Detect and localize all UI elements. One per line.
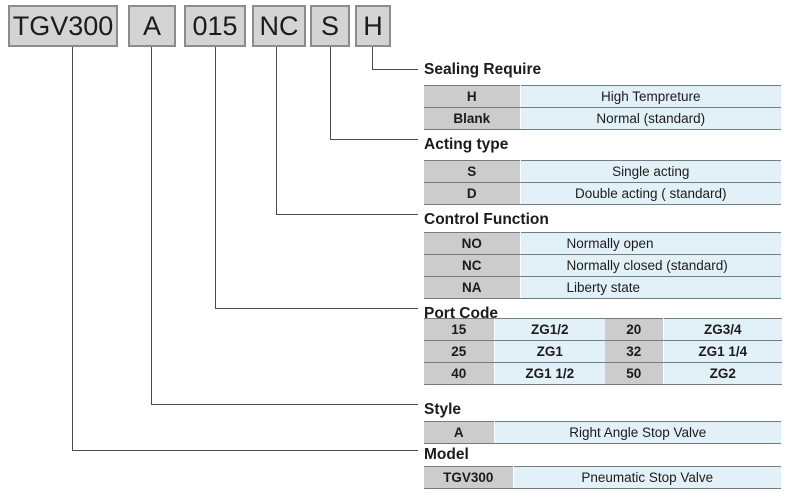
code-segment-nc: NC [252,5,306,47]
section-title-acting-type: Acting type [424,136,509,153]
port-size-cell: ZG1 1/2 [494,362,605,385]
port-code-cell: 20 [605,318,664,341]
section-title-model: Model [424,446,469,463]
port-size-cell: ZG1 [494,340,605,363]
port-size-cell: ZG1/2 [494,318,605,341]
description-cell: Normal (standard) [520,107,781,130]
leader-acting-type-horizontal [330,139,418,140]
section-title-style: Style [424,401,462,418]
section-title-control-function: Control Function [424,211,549,228]
description-cell: Pneumatic Stop Valve [513,466,781,489]
port-size-cell: ZG1 1/4 [663,340,782,363]
code-key-cell: Blank [424,107,521,130]
port-size-cell: ZG2 [663,362,782,385]
code-key-cell: D [424,182,521,205]
description-cell: High Tempreture [520,85,781,108]
code-key-cell: NC [424,254,521,277]
description-cell: Single acting [520,160,781,183]
code-segment-015: 015 [184,5,246,47]
description-cell: Normally closed (standard) [520,254,781,277]
leader-model-vertical [72,47,73,450]
code-segment-h: H [355,5,391,47]
port-code-cell: 32 [605,340,664,363]
port-code-cell: 15 [424,318,495,341]
section-title-sealing-require: Sealing Require [424,61,542,78]
leader-port-code-vertical [215,47,216,308]
leader-control-function-horizontal [276,214,418,215]
code-segment-tgv300: TGV300 [8,5,118,47]
port-code-cell: 40 [424,362,495,385]
description-cell: Normally open [520,232,781,255]
leader-style-horizontal [151,404,418,405]
section-title-port-code: Port Code [424,305,499,322]
leader-sealing-require-vertical [372,47,373,69]
code-key-cell: A [424,421,495,444]
leader-sealing-require-horizontal [372,69,418,70]
description-cell: Right Angle Stop Valve [494,421,781,444]
leader-model-horizontal [72,450,418,451]
description-cell: Liberty state [520,276,781,299]
code-key-cell: H [424,85,521,108]
port-code-cell: 50 [605,362,664,385]
description-cell: Double acting ( standard) [520,182,781,205]
leader-port-code-horizontal [215,308,418,309]
leader-acting-type-vertical [330,47,331,139]
code-key-cell: TGV300 [424,466,514,489]
port-code-cell: 25 [424,340,495,363]
code-key-cell: NA [424,276,521,299]
code-key-cell: S [424,160,521,183]
leader-control-function-vertical [276,47,277,214]
code-segment-a: A [128,5,176,47]
code-segment-s: S [310,5,350,47]
port-size-cell: ZG3/4 [663,318,782,341]
code-key-cell: NO [424,232,521,255]
leader-style-vertical [151,47,152,404]
